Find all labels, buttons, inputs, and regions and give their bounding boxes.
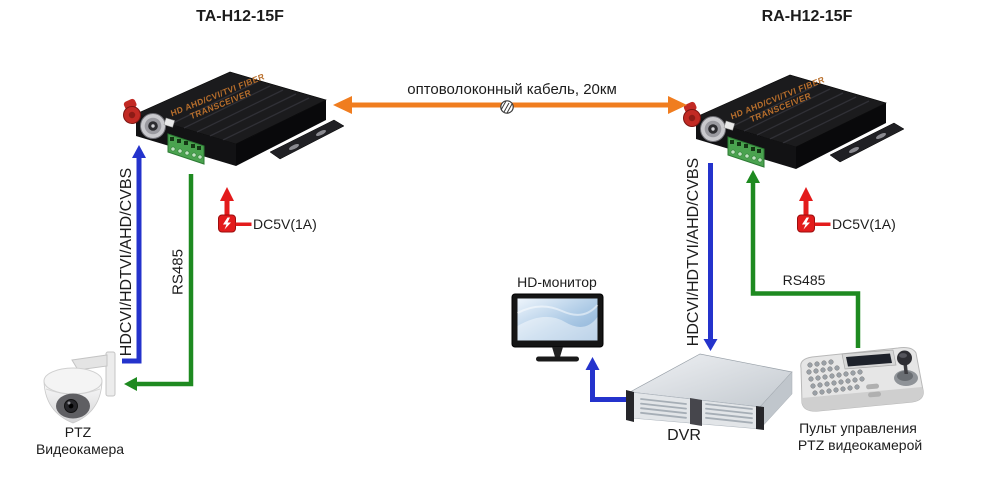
power-plug-icon-right (797, 186, 831, 233)
power-plug-icon-left (218, 186, 252, 233)
rs485-label-right: RS485 (782, 272, 826, 288)
device-b-title: RA-H12-15F (761, 8, 853, 25)
fiber-cable-label: оптоволоконный кабель, 20км (407, 81, 617, 98)
dvr-label: DVR (667, 427, 701, 444)
rs485-label-left: RS485 (169, 249, 187, 295)
dc-power-label-right: DC5V(1A) (832, 216, 896, 232)
camera-label-line1: PTZ (64, 424, 92, 440)
video-arrow-left (122, 145, 146, 364)
fiber-cable-arrow (333, 96, 687, 114)
transceiver-b-image (682, 72, 905, 170)
joystick (894, 350, 918, 386)
video-arrow-right (703, 163, 718, 351)
keyboard-label-line2: PTZ видеокамерой (797, 437, 923, 453)
video-signal-label-right: HDCVI/HDTVI/AHD/CVBS (684, 157, 702, 347)
keyboard-label-line1: Пульт управления (799, 420, 917, 436)
rs485-arrow-right (746, 170, 861, 348)
dvr-image (626, 353, 793, 430)
rs485-arrow-left (124, 174, 194, 391)
camera-label-line2: Видеокамера (35, 441, 125, 457)
ptz-camera-image (43, 351, 116, 424)
device-a-title: TA-H12-15F (196, 8, 284, 25)
monitor-image (511, 293, 604, 362)
dc-power-label-left: DC5V(1A) (253, 216, 317, 232)
monitor-label: HD-монитор (517, 274, 597, 290)
transceiver-a-image (122, 69, 345, 167)
keyboard-image (800, 347, 924, 412)
video-signal-label-left: HDCVI/HDTVI/AHD/CVBS (117, 167, 135, 357)
monitor-arrow (585, 357, 628, 402)
cable-break-icon (500, 100, 514, 114)
